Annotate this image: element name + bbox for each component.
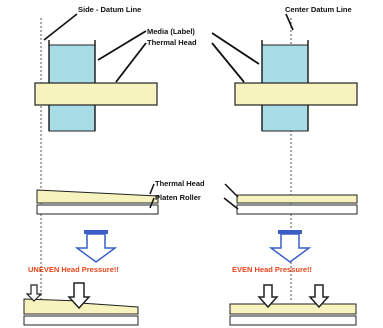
right-media-bottom (261, 104, 309, 132)
platen-roller-label: Platen Roller (155, 193, 201, 202)
head-pointer-left (115, 42, 147, 83)
right-platen-roller (236, 204, 358, 215)
media-pointer-left (97, 30, 147, 61)
head-pointer-right (211, 42, 245, 83)
right-head-assembly (234, 40, 358, 132)
left-media-bottom (48, 104, 96, 132)
side-datum-pointer (43, 13, 78, 41)
side-datum-label: Side - Datum Line (78, 5, 141, 14)
platen-pointer-left (149, 197, 155, 209)
thermal-head-label-mid: Thermal Head (155, 179, 205, 188)
right-media-top (261, 44, 309, 84)
left-small-down-arrow-icon (25, 284, 43, 302)
mid-head-pointer-right (224, 183, 239, 198)
center-datum-pointer (285, 13, 294, 31)
media-label: Media (Label) (147, 27, 195, 36)
uneven-pressure-label: UNEVEN Head Pressure!! (28, 265, 119, 274)
even-pressure-label: EVEN Head Pressure!! (232, 265, 312, 274)
left-tilted-thermal-head (36, 189, 159, 204)
thermal-head-label-top: Thermal Head (147, 38, 197, 47)
left-down-arrow-icon (74, 230, 118, 263)
left-platen-roller (36, 204, 159, 215)
center-datum-label: Center Datum Line (285, 5, 352, 14)
right-thermal-head (234, 82, 358, 106)
right-bottom-thermal-head (229, 303, 357, 315)
right-large-down-arrow-left-icon (257, 284, 279, 309)
right-bottom-platen (229, 315, 357, 326)
right-down-arrow-icon (268, 230, 312, 263)
right-thermal-head-mid (236, 194, 358, 204)
media-pointer-right (211, 32, 260, 65)
platen-pointer-right (223, 197, 239, 210)
right-large-down-arrow-right-icon (308, 284, 330, 309)
left-bottom-platen (23, 315, 139, 326)
mid-head-pointer-left (149, 183, 155, 195)
left-large-down-arrow-icon (67, 282, 91, 310)
left-thermal-head (34, 82, 158, 106)
left-head-assembly (34, 40, 158, 132)
left-media-top (48, 44, 96, 84)
